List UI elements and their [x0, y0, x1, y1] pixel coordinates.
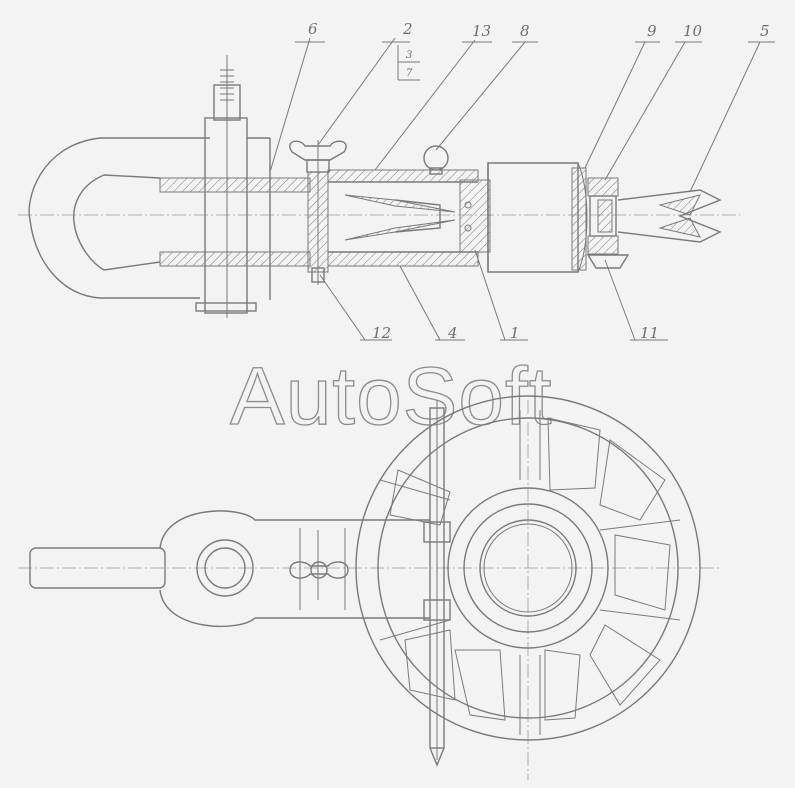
callout-5: 5	[760, 22, 770, 40]
callout-4: 4	[447, 324, 458, 342]
fraction-bottom: 7	[406, 68, 413, 79]
callout-13: 13	[472, 22, 491, 40]
plan-view	[18, 395, 720, 780]
callout-11: 11	[640, 324, 659, 342]
callout-8: 8	[520, 22, 530, 40]
callout-1: 1	[510, 324, 520, 342]
section-view: 6 2 13 8 9 10 5 12 4 1 11 3 7	[18, 20, 775, 342]
watermark: AutoSoft	[230, 351, 553, 442]
callout-6: 6	[308, 20, 318, 38]
callout-10: 10	[683, 22, 703, 40]
callout-12: 12	[372, 324, 391, 342]
fraction-top: 3	[406, 50, 412, 61]
callout-2: 2	[402, 20, 413, 38]
callout-9: 9	[647, 22, 657, 40]
